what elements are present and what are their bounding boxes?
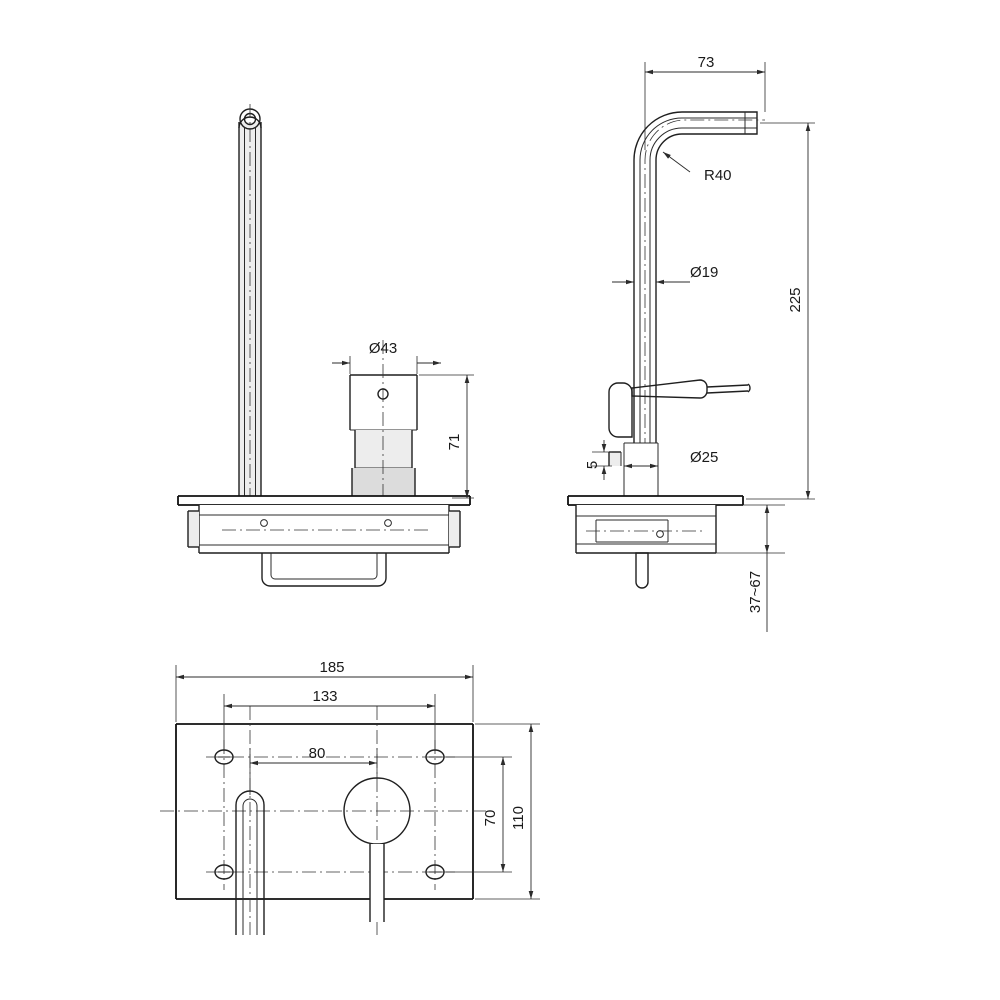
dim-73: 73 bbox=[644, 54, 766, 150]
dim-label-37-67: 37~67 bbox=[747, 571, 764, 613]
plan-spout bbox=[343, 777, 411, 922]
front-elevation-view: Ø43 71 bbox=[177, 104, 474, 587]
front-concealed-body bbox=[187, 505, 461, 554]
front-spout-body bbox=[349, 340, 418, 505]
dim-dia43: Ø43 bbox=[332, 340, 441, 374]
dim-133: 133 bbox=[223, 688, 436, 750]
dim-110: 110 bbox=[475, 723, 540, 900]
plan-plate-view: 185 133 80 70 bbox=[160, 659, 540, 935]
dim-label-r40: R40 bbox=[704, 167, 732, 184]
dim-185: 185 bbox=[175, 659, 474, 722]
side-elevation-view: 73 R40 Ø19 225 Ø2 bbox=[567, 54, 815, 632]
dim-label-133: 133 bbox=[312, 688, 337, 705]
dim-70: 70 bbox=[440, 756, 512, 873]
side-concealed-body bbox=[575, 505, 717, 589]
dim-label-185: 185 bbox=[319, 659, 344, 676]
dim-label-5: 5 bbox=[584, 461, 601, 469]
dim-71: 71 bbox=[419, 374, 474, 499]
side-curved-spout bbox=[633, 111, 765, 501]
dim-label-225: 225 bbox=[787, 287, 804, 312]
front-outlet-loop bbox=[261, 553, 387, 587]
dim-37-67: 37~67 bbox=[660, 504, 785, 632]
front-lever-handle bbox=[238, 104, 262, 500]
side-collar bbox=[608, 442, 659, 498]
dim-label-70: 70 bbox=[482, 810, 499, 827]
dim-label-71: 71 bbox=[446, 434, 463, 451]
dim-r40: R40 bbox=[662, 151, 732, 184]
side-wall-plate bbox=[567, 495, 744, 506]
dim-label-dia25: Ø25 bbox=[690, 449, 718, 466]
dim-80: 80 bbox=[249, 745, 378, 795]
side-lever-handle bbox=[608, 379, 751, 438]
dim-225: 225 bbox=[746, 122, 815, 500]
dim-label-80: 80 bbox=[309, 745, 326, 762]
dim-label-dia19: Ø19 bbox=[690, 264, 718, 281]
dim-label-110: 110 bbox=[510, 806, 527, 830]
dim-dia25: Ø25 bbox=[624, 449, 718, 469]
dim-label-dia43: Ø43 bbox=[369, 340, 397, 357]
front-wall-plate bbox=[177, 495, 471, 506]
dim-5: 5 bbox=[584, 440, 612, 480]
dim-label-73: 73 bbox=[698, 54, 715, 71]
dim-dia19: Ø19 bbox=[612, 264, 718, 285]
